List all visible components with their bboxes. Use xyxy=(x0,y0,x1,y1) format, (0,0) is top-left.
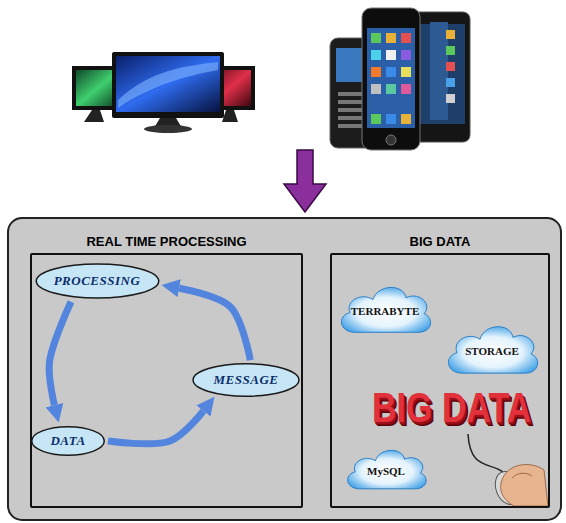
smartphone xyxy=(401,33,411,43)
node-label: TERRABYTE xyxy=(351,299,419,317)
node-label: PROCESSING xyxy=(54,273,141,289)
process-ellipse: DATA xyxy=(31,426,105,456)
smartphone xyxy=(371,114,381,124)
android-phone xyxy=(446,78,455,87)
outer-panel xyxy=(8,218,561,520)
ellipse-outline xyxy=(36,264,159,298)
smartphone xyxy=(386,33,396,43)
smartphone xyxy=(371,84,381,94)
big-data-wordart: BIG DATA xyxy=(372,386,531,429)
cycle-arrow xyxy=(49,302,71,405)
cloud-outline xyxy=(348,450,426,488)
mouse-hand xyxy=(512,473,532,478)
panel-heading: BIG DATA xyxy=(332,234,548,249)
panel-heading: REAL TIME PROCESSING xyxy=(32,234,301,249)
android-phone xyxy=(446,30,455,39)
android-phone xyxy=(430,22,448,120)
smartphone xyxy=(386,67,396,77)
monitor-left xyxy=(84,110,104,122)
smartphone xyxy=(371,50,381,60)
panel-box: BIG DATA TERRABYTE STORAGE MySQL xyxy=(330,253,550,508)
smartphone xyxy=(362,8,420,150)
smartphone xyxy=(371,33,381,43)
process-ellipse: PROCESSING xyxy=(35,263,160,299)
smartphone xyxy=(362,8,420,150)
monitor-center xyxy=(112,52,224,133)
smartphone xyxy=(401,67,411,77)
smartphone xyxy=(386,84,396,94)
android-phone xyxy=(446,46,455,55)
mouse-hand xyxy=(468,434,548,508)
mouse-hand xyxy=(468,434,503,472)
smartphone xyxy=(386,114,396,124)
node-label: DATA xyxy=(50,433,85,449)
cloud-shape: STORAGE xyxy=(442,319,542,377)
android-phone xyxy=(446,62,455,71)
cycle-arrow xyxy=(108,411,203,444)
smartphone xyxy=(401,50,411,60)
cloud-shape: MySQL xyxy=(342,444,430,492)
monitor-center xyxy=(116,56,220,112)
monitor-center xyxy=(118,62,218,108)
ellipse-outline xyxy=(193,364,299,396)
node-label: STORAGE xyxy=(465,339,519,357)
monitor-right xyxy=(222,110,238,122)
down-arrow xyxy=(284,150,326,212)
process-ellipse: MESSAGE xyxy=(192,363,300,397)
cloud-shape: TERRABYTE xyxy=(335,280,435,336)
cycle-arrow xyxy=(179,288,250,360)
android-phone xyxy=(446,94,455,103)
smartphone xyxy=(401,84,411,94)
smartphone xyxy=(386,50,396,60)
smartphone xyxy=(367,28,415,128)
cloud-outline xyxy=(448,327,537,373)
cloud-outline xyxy=(341,287,430,332)
smartphone xyxy=(401,114,411,124)
panel-box: REAL TIME PROCESSINGPROCESSINGMESSAGEDAT… xyxy=(30,253,303,508)
node-label: MySQL xyxy=(367,459,405,477)
smartphone xyxy=(371,67,381,77)
smartphone xyxy=(386,135,396,145)
monitor-center xyxy=(144,125,192,133)
node-label: MESSAGE xyxy=(214,372,279,388)
monitor-center xyxy=(112,52,224,118)
mouse-hand xyxy=(501,465,548,506)
ellipse-outline xyxy=(32,427,105,456)
